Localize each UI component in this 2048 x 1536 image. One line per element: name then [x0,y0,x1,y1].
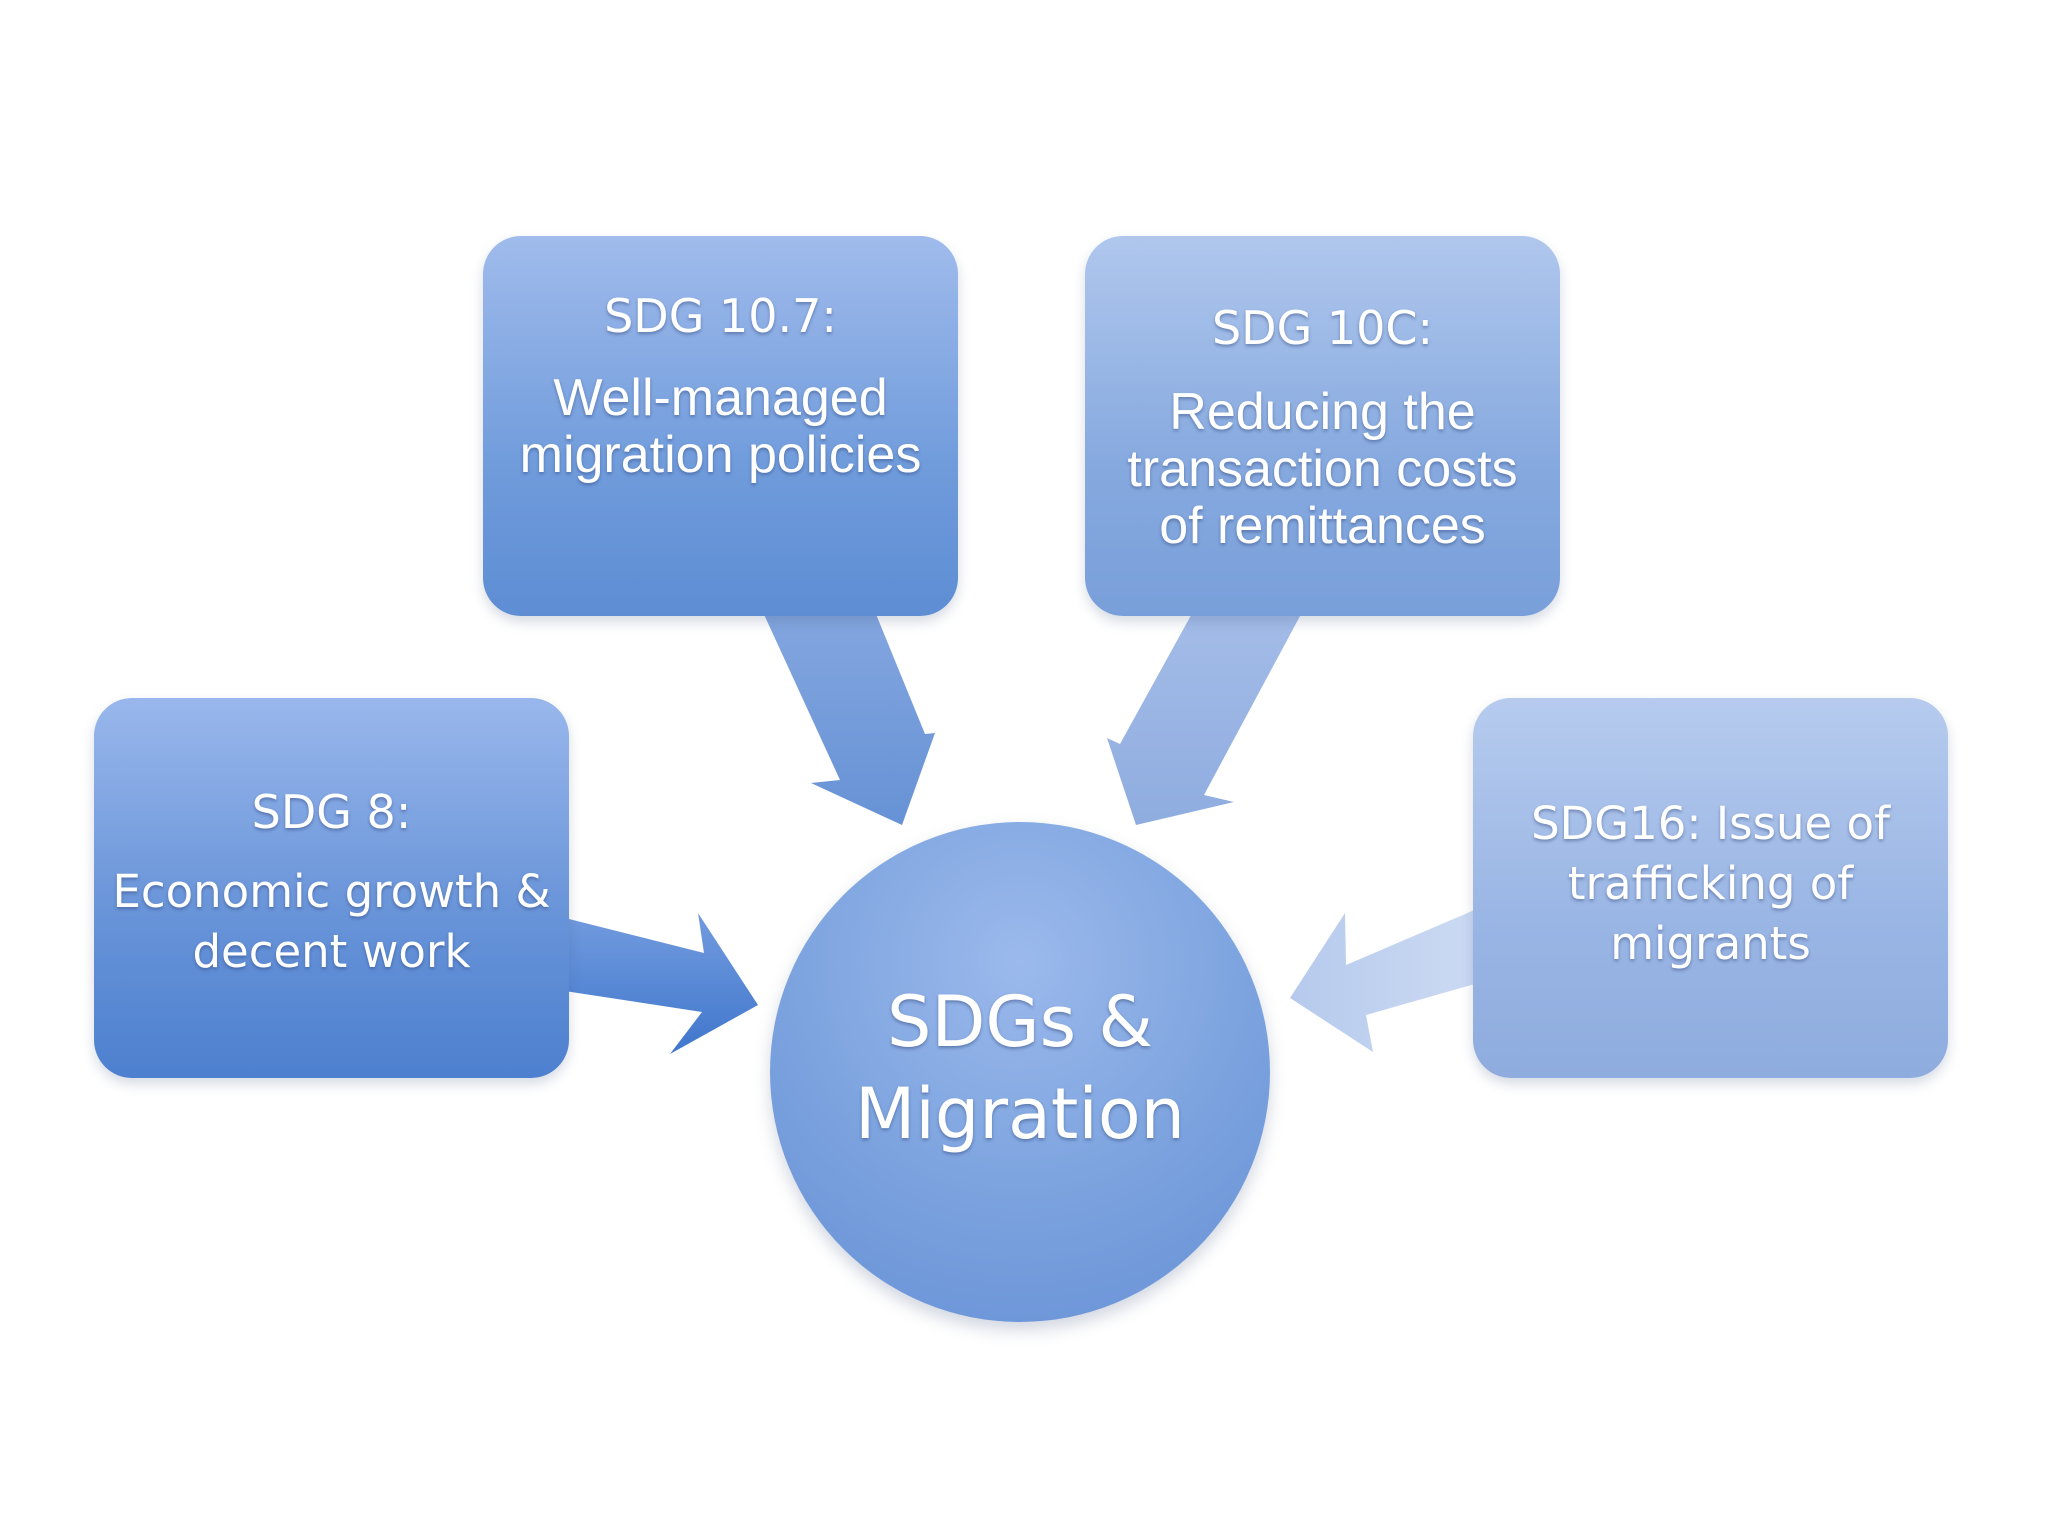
box-heading: SDG 10.7: [604,289,837,343]
center-node: SDGs & Migration [770,822,1270,1322]
box-sdg-10c: SDG 10C: Reducing the transaction costs … [1085,236,1560,616]
box-body: Well-managed migration policies [519,369,922,484]
center-label: SDGs & Migration [854,981,1186,1155]
arrow-sdg10c-to-center [1107,550,1314,825]
box-heading: SDG 8: [251,785,412,839]
box-body: Economic growth & decent work [112,865,551,978]
box-sdg-16: SDG16: Issue of trafficking of migrants [1473,698,1948,1078]
box-sdg-10-7: SDG 10.7: Well-managed migration policie… [483,236,958,616]
box-heading: SDG 10C: [1211,301,1434,355]
box-body: SDG16: Issue of trafficking of migrants [1531,797,1890,970]
box-body: Reducing the transaction costs of remitt… [1127,383,1518,555]
box-sdg-8: SDG 8: Economic growth & decent work [94,698,569,1078]
